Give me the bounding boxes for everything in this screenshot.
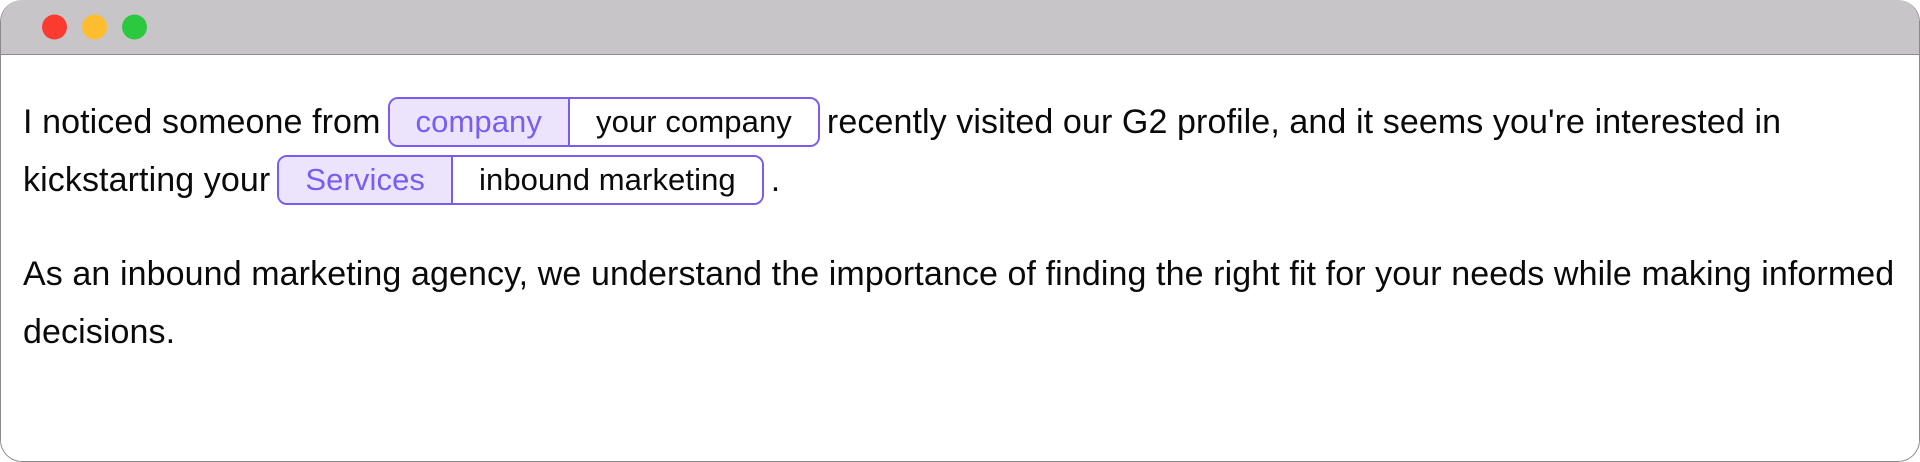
minimize-window-icon[interactable] — [82, 14, 107, 40]
maximize-window-icon[interactable] — [122, 14, 147, 40]
merge-tag-services-key[interactable]: Services — [279, 157, 454, 204]
close-window-icon[interactable] — [42, 14, 67, 40]
window-titlebar — [1, 0, 1919, 55]
paragraph-1-text-segment-2: recently visited our G2 profile, and it … — [23, 103, 1791, 199]
paragraph-2-text: As an inbound marketing agency, we under… — [23, 255, 1904, 351]
paragraph-1-text-segment-3: . — [770, 161, 781, 199]
merge-tag-company-key[interactable]: company — [389, 99, 570, 146]
merge-tag-services-value[interactable]: inbound marketing — [453, 157, 762, 204]
window-controls — [42, 14, 147, 40]
paragraph-1-text-segment-1: I noticed someone from — [23, 103, 381, 141]
email-paragraph-2: As an inbound marketing agency, we under… — [1, 245, 1919, 361]
merge-tag-company-value[interactable]: your company — [570, 99, 818, 146]
